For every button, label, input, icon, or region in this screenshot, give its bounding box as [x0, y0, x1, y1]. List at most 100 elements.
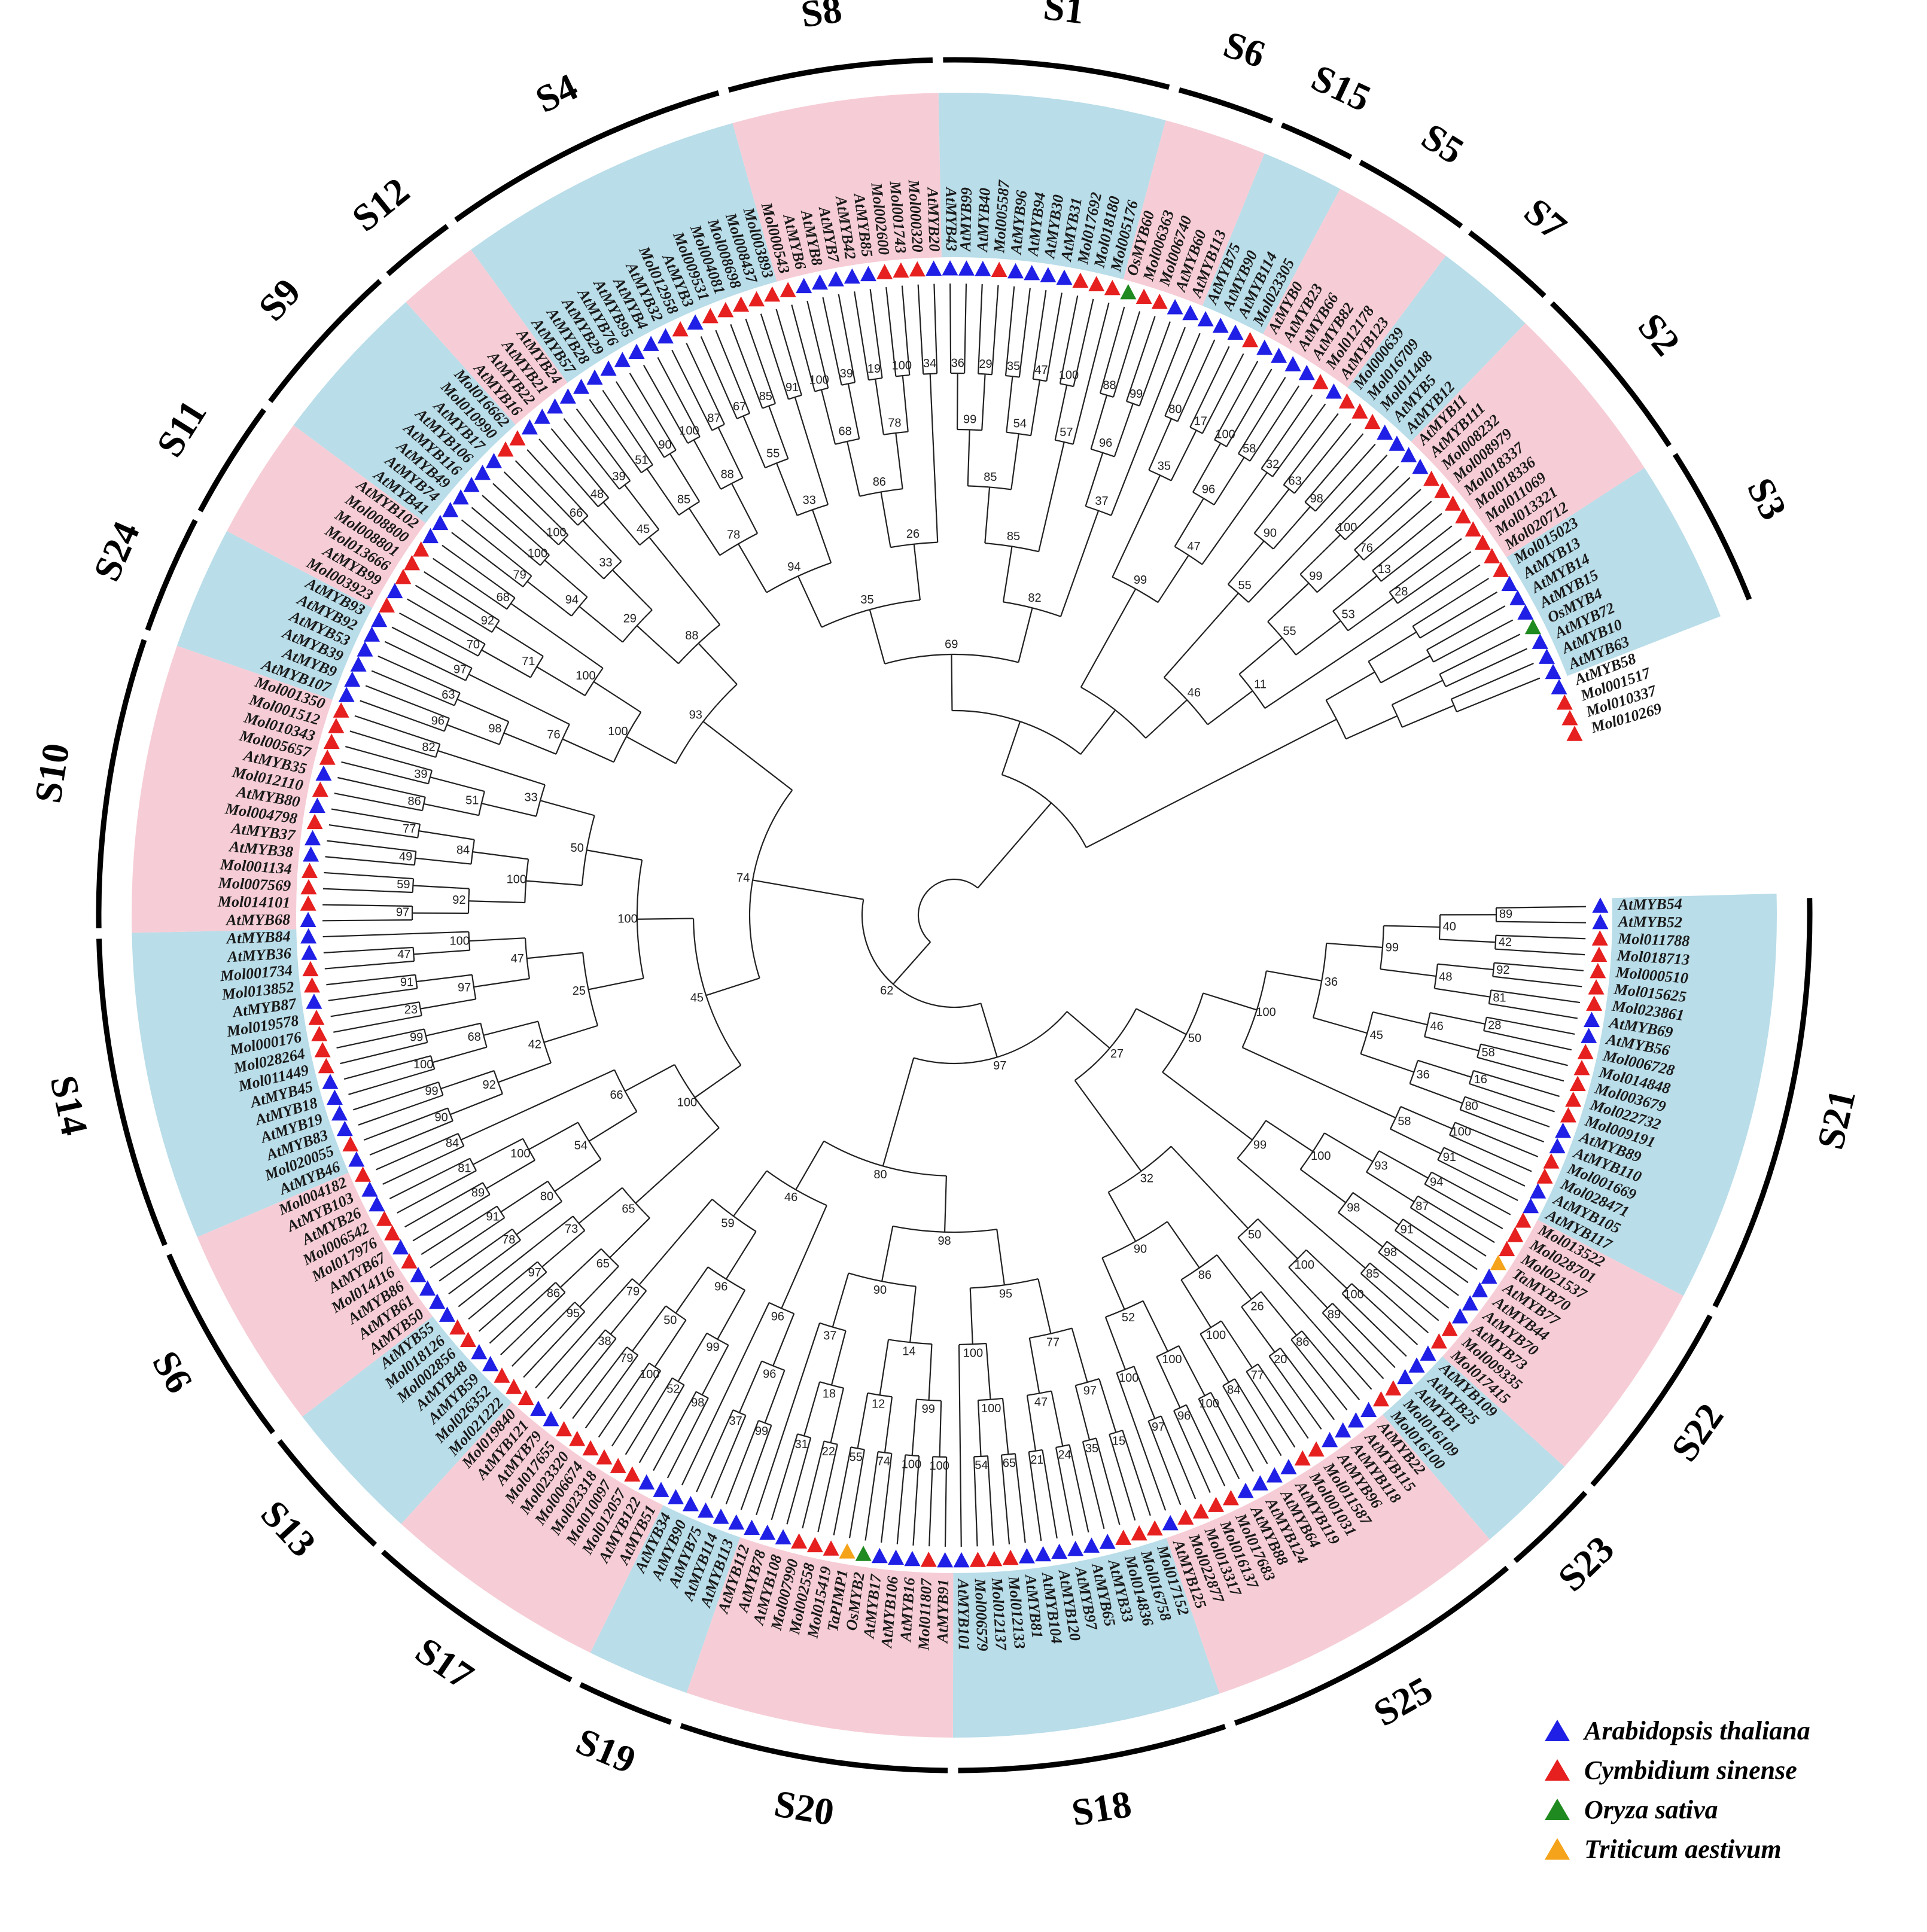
- branch: [1010, 434, 1019, 490]
- branch: [585, 1355, 639, 1429]
- bootstrap-value: 96: [1177, 1409, 1191, 1422]
- bootstrap-value: 98: [488, 723, 501, 736]
- branch: [768, 406, 789, 459]
- bootstrap-value: 85: [984, 471, 997, 484]
- branch: [353, 1081, 439, 1111]
- species-marker: [331, 1105, 348, 1121]
- species-marker: [1465, 521, 1481, 537]
- species-marker: [422, 528, 439, 544]
- species-marker: [1051, 1543, 1068, 1559]
- subgroup-band-s9: [293, 302, 516, 523]
- branch: [1496, 921, 1586, 924]
- branch: [526, 581, 572, 617]
- branch: [1332, 1303, 1396, 1369]
- branch-arc: [512, 1229, 521, 1241]
- branch: [949, 284, 952, 374]
- subgroup-arc-s9: [268, 279, 382, 403]
- branch-arc: [1162, 993, 1204, 1073]
- species-marker: [1591, 930, 1608, 946]
- species-marker: [336, 1120, 353, 1136]
- bootstrap-value: 100: [677, 1096, 697, 1109]
- branch-arc: [1214, 439, 1227, 447]
- branch-arc: [1412, 626, 1421, 639]
- species-marker: [1056, 269, 1073, 285]
- species-marker: [1397, 1369, 1414, 1385]
- branch: [681, 1302, 770, 1486]
- branch: [1352, 1192, 1400, 1226]
- branch: [1477, 1056, 1564, 1082]
- bootstrap-value: 99: [425, 1085, 438, 1098]
- bootstrap-value: 99: [963, 413, 976, 426]
- branch: [1360, 1053, 1414, 1073]
- leaf-label: AtMYB40: [973, 188, 994, 254]
- branch-arc: [711, 423, 725, 431]
- branch: [1002, 546, 1013, 602]
- bootstrap-value: 65: [1003, 1457, 1016, 1470]
- bootstrap-value: 100: [640, 1368, 659, 1381]
- species-marker: [1347, 1412, 1364, 1428]
- species-marker: [904, 1550, 921, 1567]
- leaf-label: AtMYB84: [225, 928, 291, 947]
- bootstrap-value: 66: [610, 1089, 623, 1102]
- subgroup-arc-s12: [386, 224, 449, 276]
- branch-arc: [1164, 415, 1178, 422]
- branch: [1006, 376, 1013, 432]
- species-marker: [791, 1533, 808, 1549]
- bootstrap-value: 77: [1046, 1336, 1060, 1349]
- branch-arc: [1360, 1011, 1374, 1055]
- branch: [1110, 327, 1186, 516]
- species-marker: [319, 749, 336, 765]
- bootstrap-value: 99: [922, 1403, 935, 1416]
- branch-arc: [861, 899, 981, 1008]
- branch: [407, 598, 486, 645]
- species-marker: [306, 994, 322, 1009]
- branch-arc: [1003, 601, 1061, 617]
- species-marker: [350, 656, 367, 672]
- branch: [725, 1420, 759, 1505]
- species-marker: [717, 301, 734, 318]
- branch: [902, 376, 909, 432]
- branch: [847, 441, 860, 496]
- leaf-label: Mol000320: [905, 179, 927, 253]
- branch: [611, 1370, 662, 1447]
- branch: [893, 941, 931, 985]
- branch: [391, 626, 473, 669]
- branch: [1234, 1378, 1282, 1456]
- bootstrap-value: 68: [838, 425, 851, 438]
- species-marker: [1197, 311, 1214, 327]
- species-marker: [369, 1196, 385, 1212]
- species-marker: [1072, 272, 1089, 288]
- subgroup-band-s20: [686, 1537, 954, 1738]
- bootstrap-value: 98: [1310, 492, 1323, 505]
- branch-arc: [1005, 374, 1019, 378]
- species-marker: [300, 928, 317, 944]
- species-marker: [759, 1524, 776, 1540]
- subgroup-label: S2: [1630, 305, 1688, 363]
- subgroup-arc-s8: [727, 57, 933, 93]
- species-marker: [404, 554, 421, 571]
- branch: [1178, 1345, 1205, 1396]
- branch: [776, 462, 798, 516]
- bootstrap-value: 87: [707, 412, 720, 425]
- bootstrap-value: 100: [608, 725, 628, 738]
- branch: [500, 1291, 566, 1355]
- branch: [1454, 1122, 1539, 1157]
- bootstrap-value: 96: [714, 1280, 727, 1293]
- branch: [1434, 988, 1490, 998]
- bootstrap-value: 51: [635, 454, 648, 467]
- species-legend: Arabidopsis thaliana Cymbidium sinense O…: [1544, 1711, 1810, 1869]
- branch: [917, 284, 924, 374]
- bootstrap-value: 11: [1254, 678, 1267, 691]
- branch-arc: [675, 684, 738, 764]
- branch: [817, 1444, 838, 1532]
- branch: [341, 761, 429, 785]
- bootstrap-value: 63: [442, 688, 455, 702]
- bootstrap-value: 77: [403, 822, 416, 836]
- bootstrap-value: 90: [1134, 1243, 1147, 1256]
- branch-arc: [1459, 1096, 1466, 1110]
- branch-arc: [1312, 943, 1328, 1018]
- branch: [1071, 1328, 1088, 1383]
- species-marker: [991, 261, 1007, 278]
- branch: [1145, 699, 1188, 739]
- branch: [977, 802, 1052, 889]
